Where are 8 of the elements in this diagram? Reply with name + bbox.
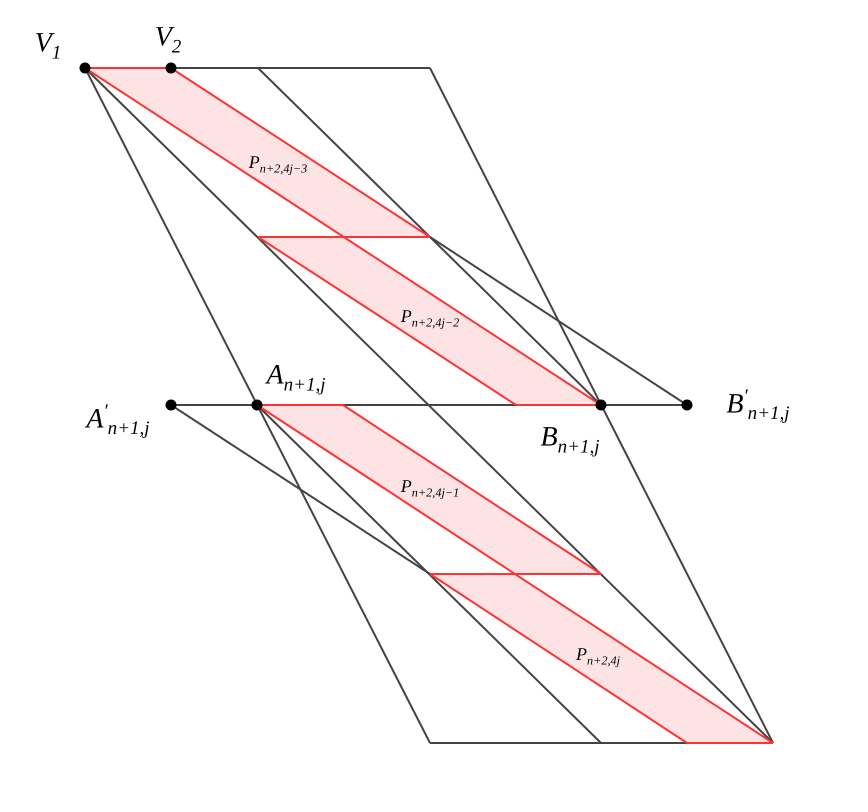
point-label: V$_{2}$ — [154, 24, 182, 56]
point-label: V$_{1}$ — [34, 30, 62, 62]
region-label: P$_{n+2,4j−2}$ — [400, 307, 460, 329]
point-label: B$_{n+1,j}$ — [540, 424, 600, 456]
region-label: P$_{n+2,4j−3}$ — [248, 153, 308, 175]
region-label: P$_{n+2,4j}$ — [576, 645, 620, 667]
region-label: P$_{n+2,4j−1}$ — [400, 477, 460, 499]
point-label: A$_{n+1,j}$ — [266, 362, 326, 394]
